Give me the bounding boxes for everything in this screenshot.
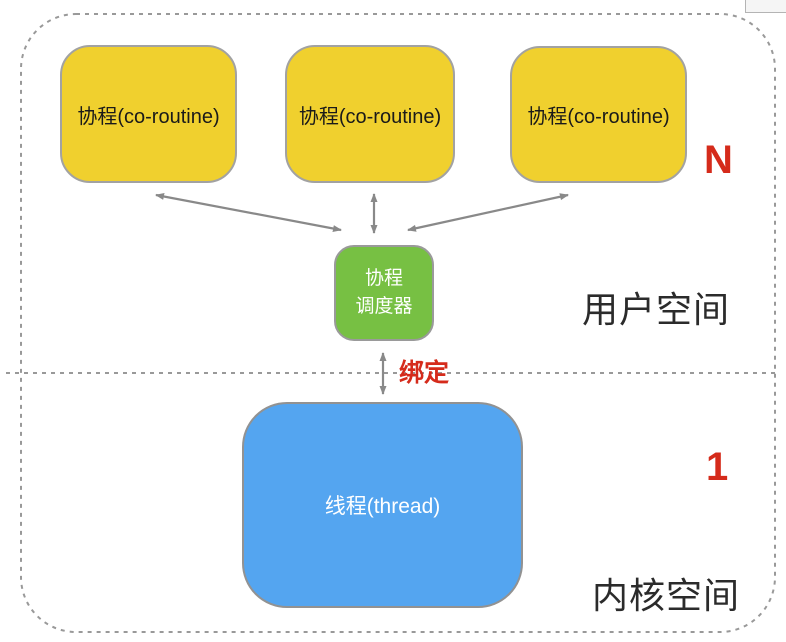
thread-count-label: 1	[706, 445, 729, 489]
coroutine-box-2-label: 协程(co-routine)	[298, 105, 442, 128]
coroutine-box-1: 协程(co-routine)	[60, 45, 237, 183]
coroutine-box-1-label: 协程(co-routine)	[77, 105, 220, 128]
binding-label: 绑定	[399, 359, 450, 387]
thread-box-label: 线程(thread)	[324, 495, 441, 518]
thread-box: 线程(thread)	[242, 402, 523, 608]
scheduler-label-line2: 调度器	[355, 296, 413, 317]
coroutine-box-3: 协程(co-routine)	[510, 46, 687, 183]
user-space-label: 用户空间	[582, 289, 731, 330]
coroutine-count-label: N	[704, 138, 733, 182]
coroutine-box-2: 协程(co-routine)	[285, 45, 455, 183]
window-fragment	[745, 0, 786, 13]
kernel-space-label: 内核空间	[592, 575, 741, 616]
coroutine-box-3-label: 协程(co-routine)	[527, 106, 670, 128]
outer-dashed-boundary	[20, 13, 776, 633]
scheduler-label-line1: 协程	[364, 268, 403, 289]
coroutine-scheduler-box: 协程 调度器	[334, 245, 434, 341]
arrow-coroutine1-scheduler	[155, 193, 342, 232]
arrow-coroutine3-scheduler	[407, 193, 569, 232]
